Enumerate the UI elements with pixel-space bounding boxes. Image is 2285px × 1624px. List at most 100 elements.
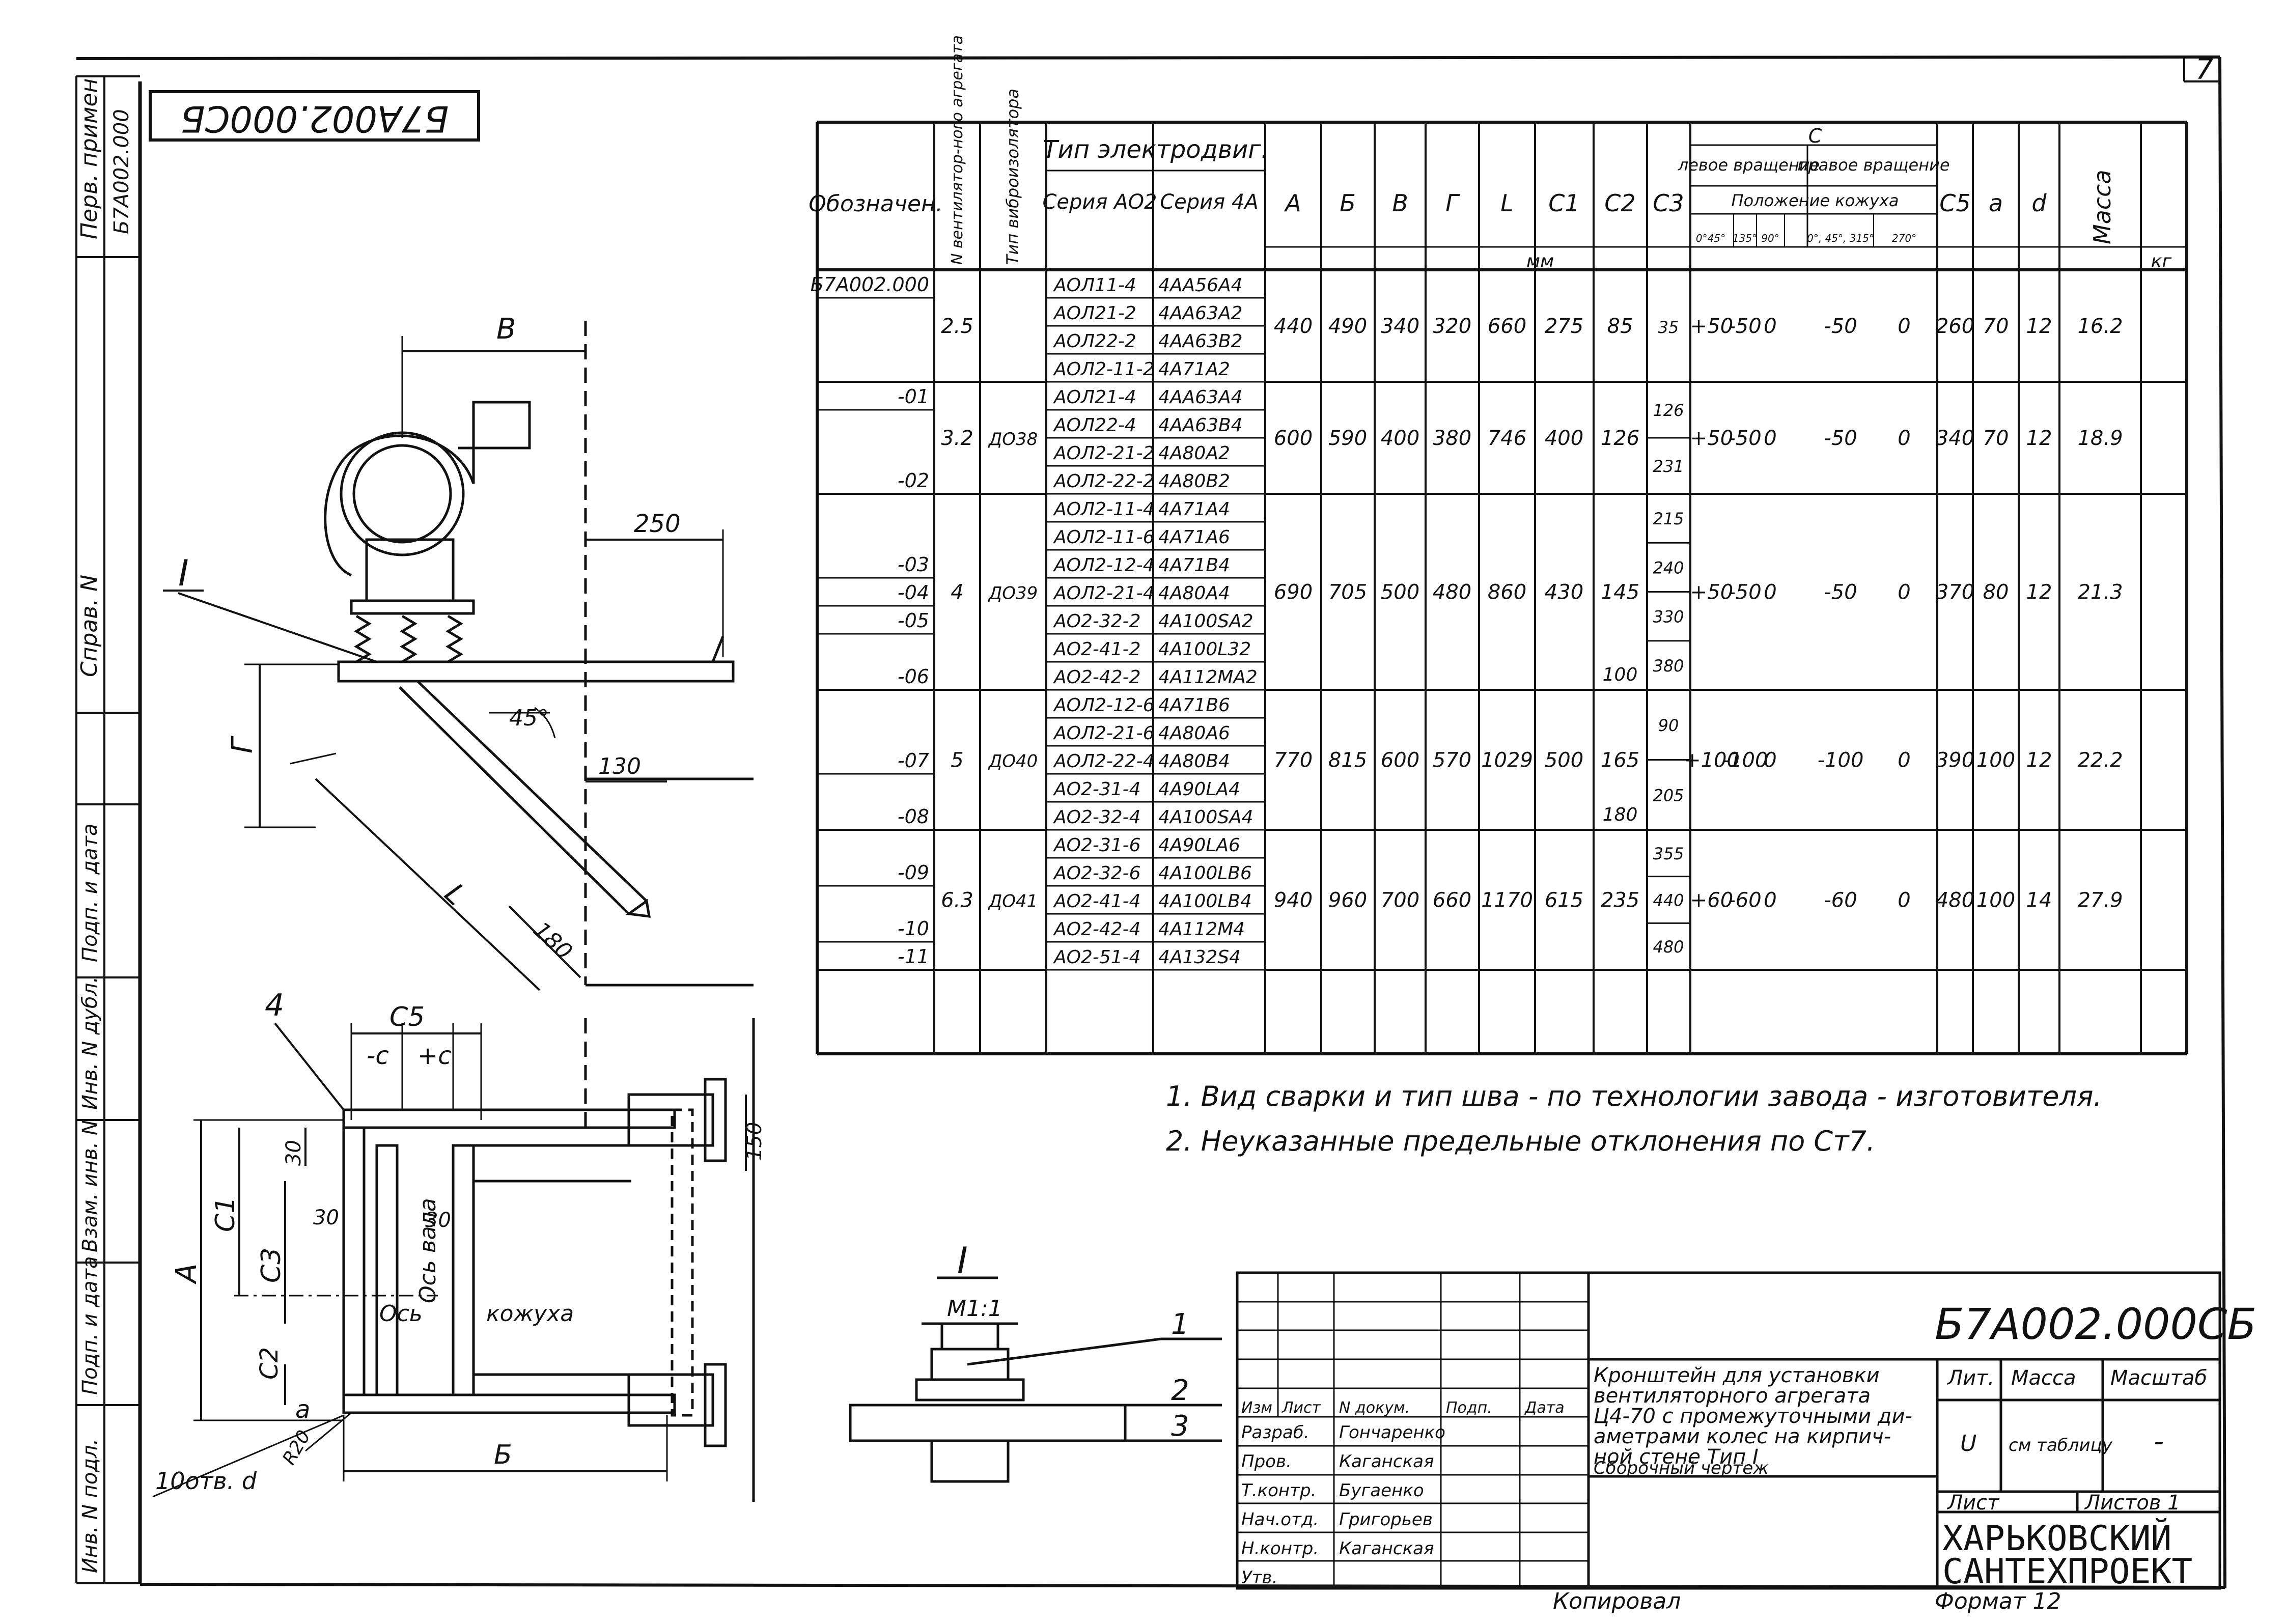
row-c1: 500	[1545, 749, 1583, 772]
row-designation: -07	[898, 749, 929, 772]
row-fan-no: 4	[951, 581, 963, 604]
row-a: 440	[1274, 315, 1313, 338]
detail-washer	[915, 1378, 1025, 1402]
hdr-right-rot: правое вращение	[1797, 155, 1949, 175]
dim-a: а	[295, 1395, 310, 1424]
row-c2b: 100	[1603, 664, 1638, 685]
row-v: 400	[1381, 427, 1419, 450]
row-ao2: АОЛ21-2	[1053, 303, 1136, 324]
row-4a: 4А80А4	[1158, 583, 1230, 604]
detail-nut-bottom	[930, 1439, 1010, 1483]
hdr-isolator: Тип виброизолятора	[1003, 89, 1022, 265]
row-4a: 4А100LВ4	[1158, 891, 1252, 912]
dim-250: 250	[634, 510, 681, 538]
row-c1: 615	[1545, 889, 1583, 912]
detail-callout-1: 1	[1171, 1308, 1189, 1341]
fan-inlet-inner	[352, 444, 452, 544]
row-4a: 4А71А2	[1158, 359, 1230, 380]
row-c2b: 180	[1603, 804, 1638, 825]
dim-150: 150	[743, 1122, 766, 1161]
row-c2: 126	[1601, 427, 1639, 450]
row-cr2: 0	[1898, 581, 1910, 604]
row-designation: -05	[898, 609, 929, 632]
row-a: 70	[1983, 427, 2009, 450]
row-c2: 145	[1601, 581, 1639, 604]
hdr-casing-pos: Положение кожуха	[1732, 191, 1899, 210]
tb-mass-value: см таблицу	[2009, 1435, 2113, 1455]
row-4a: 4АА63А4	[1158, 387, 1243, 408]
row-4a: 4А80А6	[1158, 723, 1230, 744]
row-a: 100	[1976, 889, 2015, 912]
row-cl1: +60	[1690, 889, 1733, 912]
holes-label: 10отв. d	[155, 1467, 257, 1495]
tb-person: Каганская	[1339, 1451, 1434, 1472]
row-c3: 240	[1653, 558, 1684, 577]
support-top	[627, 1093, 714, 1147]
tb-person: Григорьев	[1339, 1509, 1433, 1530]
row-ao2: АОЛ2-11-4	[1053, 499, 1155, 520]
row-l: 660	[1488, 315, 1526, 338]
row-mass: 27.9	[2077, 889, 2123, 912]
row-a: 690	[1274, 581, 1313, 604]
row-g: 320	[1433, 315, 1471, 338]
hdr-designation: Обозначен.	[809, 191, 943, 217]
hdr-a: А	[1284, 189, 1301, 217]
row-mass: 16.2	[2077, 315, 2123, 338]
row-ao2: АО2-42-4	[1053, 919, 1141, 940]
frame-post-mid2	[452, 1144, 475, 1396]
row-cl1: +50	[1690, 581, 1733, 604]
row-cr2: 0	[1898, 889, 1910, 912]
tb-mass-label: Масса	[2011, 1366, 2076, 1390]
tb-name-0: Кронштейн для установки	[1594, 1364, 1880, 1387]
row-cr2: 0	[1898, 749, 1910, 772]
row-v: 700	[1381, 889, 1419, 912]
row-designation: -11	[898, 945, 929, 968]
hdr-a: а	[1989, 189, 2003, 217]
row-ao2: АО2-32-6	[1053, 863, 1141, 884]
row-c3: 380	[1653, 656, 1684, 676]
hdr-unit-kg: кг	[2151, 251, 2172, 272]
row-cl3: 0	[1764, 581, 1776, 604]
row-ao2: АОЛ2-22-4	[1053, 751, 1155, 772]
row-c5: 480	[1936, 889, 1974, 912]
row-v: 340	[1381, 315, 1419, 338]
row-c3: 480	[1653, 937, 1684, 957]
dim-130: 130	[598, 753, 641, 779]
axis-fan-label: Ось вала	[415, 1198, 441, 1303]
tb-name-5: Сборочный чертеж	[1594, 1458, 1769, 1478]
tb-scale-label: Масштаб	[2110, 1366, 2207, 1390]
row-designation: Б7А002.000	[811, 273, 929, 296]
row-c5: 370	[1936, 581, 1974, 604]
sheet-frame	[75, 55, 2226, 1589]
row-isolator: ДО41	[988, 891, 1038, 912]
row-ao2: АОЛ21-4	[1053, 387, 1136, 408]
hdr-motor-type: Тип электродвиг.	[1043, 135, 1269, 164]
hdr-angle-3: 0°, 45°, 315°	[1807, 232, 1874, 244]
row-c3: 231	[1653, 457, 1684, 476]
row-a: 100	[1976, 749, 2015, 772]
hdr-d: d	[2031, 189, 2047, 217]
row-cr1: -60	[1824, 889, 1857, 912]
hdr-c3: С3	[1653, 189, 1684, 217]
row-c3: 355	[1653, 844, 1684, 863]
row-fan-no: 6.3	[941, 889, 973, 912]
row-g: 570	[1433, 749, 1471, 772]
stamp-storage-4: Инв. N подл.	[78, 1439, 102, 1573]
hdr-angle-2: 90°	[1761, 232, 1779, 244]
row-c3: 90	[1658, 716, 1679, 735]
tb-org-2: САНТЕХПРОЕКТ	[1942, 1552, 2192, 1592]
row-l: 860	[1488, 581, 1526, 604]
dim-30-c: 30	[425, 1209, 451, 1232]
row-cl2: -50	[1728, 581, 1761, 604]
row-designation: -01	[898, 385, 929, 408]
copied-label: Копировал	[1553, 1588, 1681, 1614]
dim-C3: С3	[256, 1248, 287, 1283]
row-ao2: АОЛ2-12-6	[1053, 695, 1155, 716]
side-view	[163, 321, 754, 991]
tb-role: Нач.отд.	[1241, 1509, 1319, 1530]
row-c2: 85	[1607, 315, 1633, 338]
row-l: 746	[1488, 427, 1526, 450]
row-cr1: -100	[1818, 749, 1864, 772]
row-b: 705	[1328, 581, 1367, 604]
node-I-label: I	[178, 552, 189, 594]
